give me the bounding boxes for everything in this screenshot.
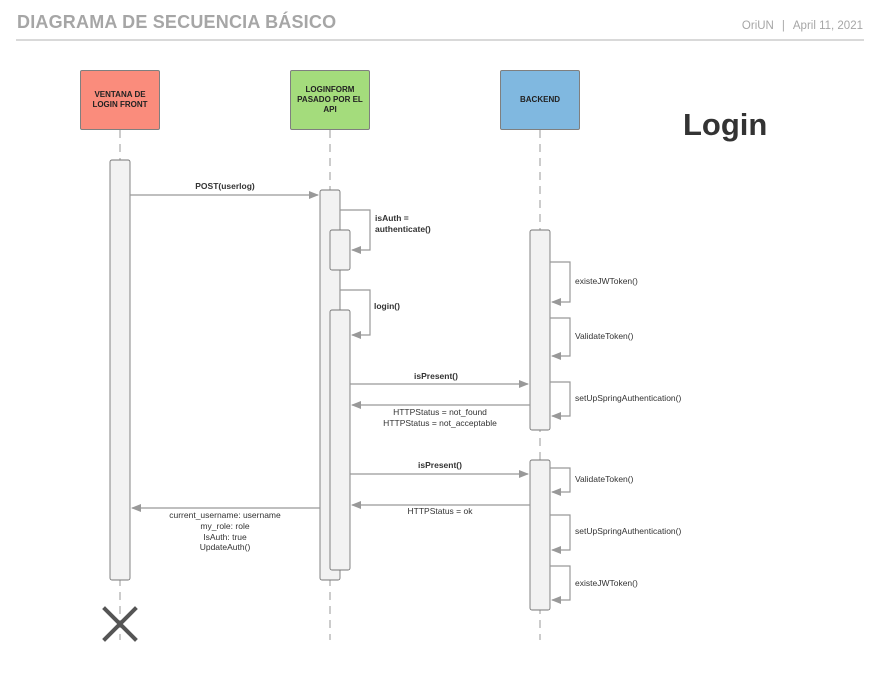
activation-form-auth	[329, 229, 351, 271]
msg-validate1-arrow	[550, 317, 571, 360]
label-return-update: UpdateAuth()	[199, 542, 251, 552]
label-setup-2: setUpSpringAuthentication()	[575, 526, 682, 536]
label-ispresent-1: isPresent()	[414, 371, 458, 381]
label-isauth-1: isAuth =	[375, 213, 409, 223]
label-login: login()	[374, 301, 400, 311]
header-divider	[16, 39, 864, 41]
label-not-acceptable: HTTPStatus = not_acceptable	[383, 418, 497, 428]
header-meta: OriUN | April 11, 2021	[742, 20, 863, 32]
label-return-username: current_username: username	[169, 510, 281, 520]
label-existe-2: existeJWToken()	[575, 578, 638, 588]
msg-setup2-arrow	[550, 514, 571, 554]
label-validate-1: ValidateToken()	[575, 331, 634, 341]
label-post: POST(userlog)	[195, 181, 255, 191]
activation-form-login	[329, 309, 351, 571]
msg-isauth-arrow	[340, 209, 371, 254]
label-return-role: my_role: role	[200, 521, 250, 531]
author: OriUN	[741, 20, 774, 32]
label-status-ok: HTTPStatus = ok	[407, 506, 473, 516]
label-return-isauth: IsAuth: true	[203, 532, 247, 542]
page-title: DIAGRAMA DE SECUENCIA BÁSICO	[17, 12, 337, 32]
msg-validate2-arrow	[550, 467, 571, 496]
actor-loginform: LOGINFORM PASADO POR EL API	[290, 70, 370, 130]
x-mark-icon	[102, 606, 138, 642]
msg-setup1-arrow	[550, 381, 571, 420]
activation-front	[109, 159, 131, 581]
activation-back-2	[529, 459, 551, 611]
label-validate-2: ValidateToken()	[575, 474, 634, 484]
diagram-title: Login	[683, 107, 768, 142]
label-not-found: HTTPStatus = not_found	[393, 407, 487, 417]
label-setup-1: setUpSpringAuthentication()	[575, 393, 682, 403]
msg-existe1-arrow	[550, 261, 571, 306]
date: April 11, 2021	[792, 20, 863, 32]
actor-backend: BACKEND	[500, 70, 580, 130]
label-existe-1: existeJWToken()	[575, 276, 638, 286]
separator: |	[781, 20, 785, 32]
msg-login-arrow	[340, 289, 371, 339]
actor-login-front: VENTANA DE LOGIN FRONT	[80, 70, 160, 130]
msg-existe2-arrow	[550, 565, 571, 604]
label-ispresent-2: isPresent()	[418, 460, 462, 470]
label-isauth-2: authenticate()	[375, 224, 431, 234]
activation-back-1	[529, 229, 551, 431]
